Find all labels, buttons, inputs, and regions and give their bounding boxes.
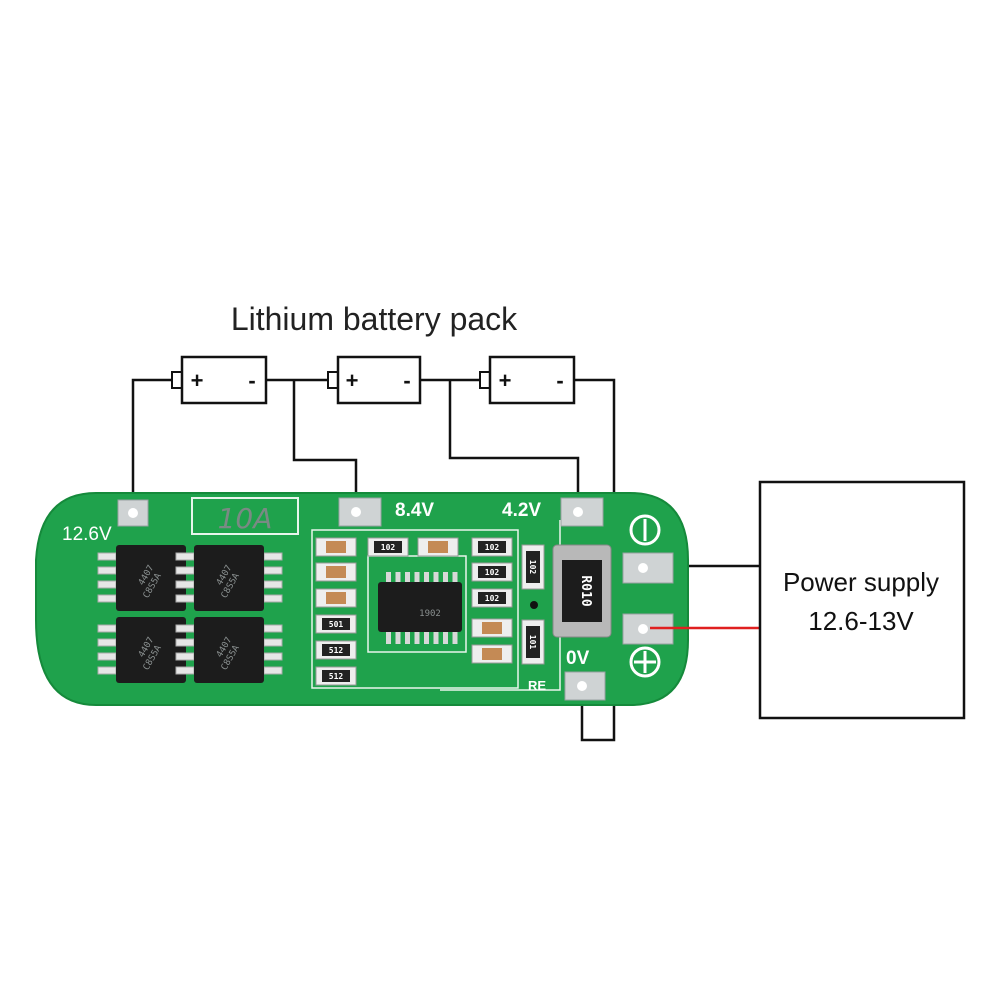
- side-res-code-2: 101: [528, 635, 537, 650]
- wire-12v6: [131, 378, 172, 510]
- battery-2-minus: -: [403, 368, 410, 393]
- ic-pin: [443, 632, 448, 644]
- ic-pin: [386, 572, 391, 584]
- ic-pin: [433, 632, 439, 644]
- side-res-code-1: 102: [528, 560, 537, 575]
- ic-pin: [414, 572, 420, 584]
- wire-8v4: [292, 380, 358, 505]
- ic-pin: [395, 632, 401, 644]
- res-code-1: 102: [381, 543, 396, 552]
- ic-pin: [424, 572, 429, 584]
- plus-symbol-icon: [629, 646, 661, 678]
- shunt-code: R010: [578, 575, 593, 606]
- battery-1-plus: +: [191, 368, 204, 393]
- battery-2-plus: +: [346, 368, 359, 393]
- ic-pin: [452, 632, 458, 644]
- power-supply-box: [758, 480, 966, 720]
- ic-pin: [386, 632, 391, 644]
- battery-1-minus: -: [248, 368, 255, 393]
- wire-4v2: [448, 380, 580, 505]
- pad-label-4v2: 4.2V: [502, 500, 541, 521]
- pad-label-8v4: 8.4V: [395, 500, 434, 521]
- pad-label-re: RE: [528, 678, 546, 693]
- ic-pin: [452, 572, 458, 584]
- pad-4v2: [560, 497, 604, 527]
- res-code-3: 102: [485, 568, 500, 577]
- pad-label-0v: 0V: [566, 648, 590, 669]
- battery-3: + -: [479, 355, 576, 405]
- ic-pin: [443, 572, 448, 584]
- power-supply-line1: Power supply: [783, 567, 939, 597]
- res-code-8: 512: [329, 672, 344, 681]
- res-code-4: 102: [485, 594, 500, 603]
- ic-code: 1902: [419, 609, 441, 619]
- ic-pin: [405, 572, 410, 584]
- minus-symbol-icon: [629, 514, 661, 546]
- res-code-2: 102: [485, 543, 500, 552]
- wire-b3-neg: [574, 378, 616, 742]
- battery-3-plus: +: [499, 368, 512, 393]
- rating-label: 10A: [218, 502, 273, 535]
- ic-pin: [395, 572, 401, 584]
- diagram-title: Lithium battery pack: [231, 301, 518, 337]
- res-code-6: 501: [329, 620, 344, 629]
- battery-1: + -: [171, 355, 268, 405]
- battery-2: + -: [327, 355, 422, 405]
- smd-components: [315, 537, 545, 686]
- power-supply-line2: 12.6-13V: [808, 606, 914, 636]
- ic-pin: [405, 632, 410, 644]
- ic-pin: [414, 632, 420, 644]
- pad-p-minus: [622, 552, 674, 584]
- ic-pin: [424, 632, 429, 644]
- pad-label-12v6: 12.6V: [62, 524, 112, 545]
- ic-pin: [433, 572, 439, 584]
- res-code-7: 512: [329, 646, 344, 655]
- protection-ic: [386, 572, 458, 644]
- battery-3-minus: -: [556, 368, 563, 393]
